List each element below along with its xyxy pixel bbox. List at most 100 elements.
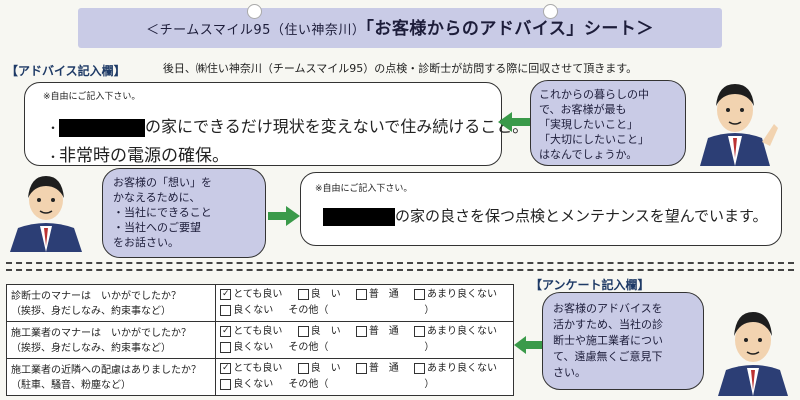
option-label: ） (424, 379, 435, 390)
option-label: 良 い (310, 289, 341, 300)
advice-line-1: ・の家にできるだけ現状を変えないで住み続けること。 (47, 117, 529, 137)
bubble-right-line: 「大切にしたいこと」 (539, 133, 649, 146)
survey-table: 診断士のマナーは いかがでしたか？ （挨拶、身だしなみ、約束事など） ✓とても良… (5, 284, 514, 396)
separator-line (6, 269, 794, 271)
option-good[interactable]: 良 い (297, 361, 341, 377)
bubble-left-line: ・当社へのご要望 (113, 221, 201, 234)
man-avatar (718, 312, 788, 396)
separator-line (6, 262, 794, 264)
checkbox-checked-icon[interactable]: ✓ (220, 288, 232, 300)
speech-bubble-left: お客様の「想い」を かなえるために、 ・当社にできること ・当社へのご要望 をお… (102, 168, 266, 258)
option-label: 普 通 (368, 289, 399, 300)
checkbox-icon[interactable] (355, 288, 367, 300)
advice-box-2-line: の家の良さを保つ点検とメンテナンスを望んでいます。 (323, 205, 767, 226)
question-text: 診断士のマナーは いかがでしたか？ (11, 291, 181, 302)
survey-question: 施工業者の近隣への配慮はありましたか？ （駐車、騒音、粉塵など） (5, 358, 217, 396)
option-good[interactable]: 良 い (297, 287, 341, 303)
option-label: 良くない (233, 342, 274, 353)
option-label: とても良い (233, 363, 283, 374)
advice-line-2-text: 非常時の電源の確保。 (59, 146, 230, 166)
option-very-good[interactable]: ✓とても良い (220, 361, 282, 377)
option-not-good[interactable]: あまり良くない (414, 324, 497, 340)
table-row: 施工業者のマナーは いかがでしたか？ （挨拶、身だしなみ、約束事など） ✓とても… (5, 321, 514, 359)
option-label: 良 い (310, 326, 341, 337)
option-label: あまり良くない (427, 363, 497, 374)
arrow-right-icon (268, 206, 300, 226)
option-label: その他（ (288, 305, 329, 316)
redacted-name (323, 207, 395, 226)
option-very-good[interactable]: ✓とても良い (220, 287, 282, 303)
option-label: 良くない (233, 305, 274, 316)
option-very-good[interactable]: ✓とても良い (220, 324, 282, 340)
bubble-left-line: かなえるために、 (113, 191, 201, 204)
man-avatar (10, 176, 82, 252)
bubble-survey-line: お客様のアドバイスを (553, 302, 663, 315)
option-label: とても良い (233, 289, 283, 300)
option-label: あまり良くない (427, 289, 497, 300)
option-label: とても良い (233, 326, 283, 337)
option-label: ） (424, 342, 435, 353)
checkbox-checked-icon[interactable]: ✓ (220, 362, 232, 374)
title-band (78, 8, 722, 48)
redacted-name (59, 118, 146, 137)
option-bad[interactable]: 良くない (220, 377, 273, 393)
bubble-right-line: 「実現したいこと」 (539, 118, 638, 131)
question-subtext: （駐車、騒音、粉塵など） (11, 380, 131, 391)
sheet-title: ＜チームスマイル95（住い神奈川）「お客様からのアドバイス」シート＞ (78, 14, 722, 39)
option-bad[interactable]: 良くない (220, 303, 273, 319)
advice-box-2[interactable]: ※自由にご記入下さい。 の家の良さを保つ点検とメンテナンスを望んでいます。 (300, 172, 782, 246)
question-subtext: （挨拶、身だしなみ、約束事など） (11, 306, 171, 317)
bubble-right-line: これからの暮らしの中 (539, 88, 649, 101)
table-row: 施工業者の近隣への配慮はありましたか？ （駐車、騒音、粉塵など） ✓とても良い … (5, 358, 514, 396)
checkbox-checked-icon[interactable]: ✓ (220, 325, 232, 337)
bubble-survey-line: 活かすため、当社の診 (553, 318, 663, 331)
option-bad[interactable]: 良くない (220, 340, 273, 356)
advice-box-1[interactable]: ※自由にご記入下さい。 ・の家にできるだけ現状を変えないで住み続けること。 ・非… (24, 82, 528, 166)
advice-box-2-note: ※自由にご記入下さい。 (315, 184, 413, 194)
checkbox-icon[interactable] (355, 362, 367, 374)
advice-box-2-line-text: の家の良さを保つ点検とメンテナンスを望んでいます。 (395, 207, 768, 225)
checkbox-icon[interactable] (220, 304, 232, 316)
option-not-good[interactable]: あまり良くない (414, 287, 497, 303)
advice-line-1-text: の家にできるだけ現状を変えないで住み続けること。 (145, 117, 529, 136)
option-normal[interactable]: 普 通 (355, 361, 399, 377)
checkbox-icon[interactable] (297, 288, 309, 300)
instruction-text: 後日、㈱住い神奈川（チームスマイル95）の点検・診断士が訪問する際に回収させて頂… (162, 62, 638, 75)
speech-bubble-right: これからの暮らしの中 で、お客様が最も 「実現したいこと」 「大切にしたいこと」… (530, 80, 686, 166)
bubble-survey-line: 断士や施工業者につい (553, 334, 663, 347)
option-normal[interactable]: 普 通 (355, 287, 399, 303)
question-subtext: （挨拶、身だしなみ、約束事など） (11, 343, 171, 354)
option-label: あまり良くない (427, 326, 497, 337)
bubble-right-line: で、お客様が最も (539, 103, 627, 116)
option-other[interactable]: その他（ ） (288, 377, 434, 393)
bubble-survey-line: さい。 (553, 366, 586, 379)
survey-options: ✓とても良い 良 い 普 通 あまり良くない 良くない その他（） (215, 321, 514, 359)
bubble-left-line: をお話さい。 (113, 236, 179, 249)
option-normal[interactable]: 普 通 (355, 324, 399, 340)
option-not-good[interactable]: あまり良くない (414, 361, 497, 377)
option-label: その他（ (288, 379, 329, 390)
bubble-survey-line: て、遠慮無くご意見下 (553, 350, 663, 363)
checkbox-icon[interactable] (297, 362, 309, 374)
checkbox-icon[interactable] (220, 378, 232, 390)
checkbox-icon[interactable] (414, 325, 425, 337)
checkbox-icon[interactable] (297, 325, 309, 337)
advice-section-label: 【アドバイス記入欄】 (6, 64, 126, 78)
option-label: 普 通 (368, 363, 399, 374)
option-label: 良くない (233, 379, 274, 390)
survey-options: ✓とても良い 良 い 普 通 あまり良くない 良くない その他（ ） (215, 284, 514, 322)
advice-line-2: ・非常時の電源の確保。 (47, 146, 230, 166)
option-other[interactable]: その他（） (288, 340, 434, 356)
checkbox-icon[interactable] (414, 362, 425, 374)
checkbox-icon[interactable] (220, 341, 232, 353)
option-good[interactable]: 良 い (297, 324, 341, 340)
arrow-left-icon (498, 112, 534, 132)
bubble-left-line: お客様の「想い」を (113, 176, 212, 189)
option-label: ） (424, 305, 435, 316)
checkbox-icon[interactable] (355, 325, 367, 337)
man-avatar (700, 84, 778, 166)
bubble-right-line: はなんでしょうか。 (539, 148, 638, 161)
speech-bubble-survey: お客様のアドバイスを 活かすため、当社の診 断士や施工業者につい て、遠慮無くご… (542, 292, 704, 390)
option-other[interactable]: その他（ ） (288, 303, 434, 319)
checkbox-icon[interactable] (414, 288, 425, 300)
